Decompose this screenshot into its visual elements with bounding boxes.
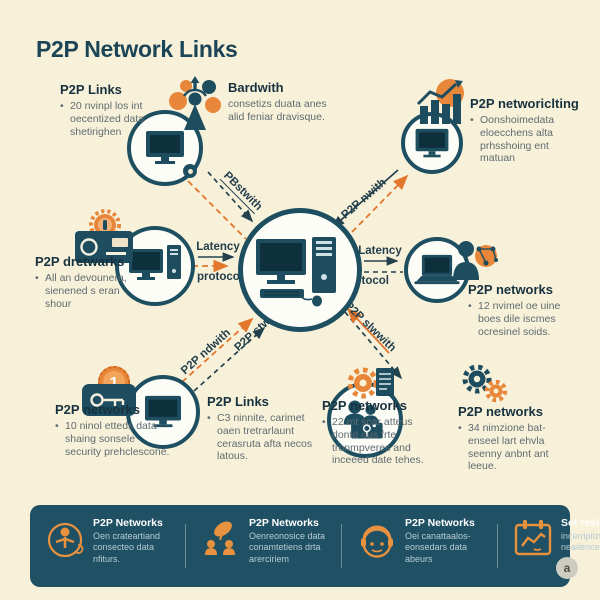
callout-bottom-right: P2P networks 34 nimzione bat- enseel lar… <box>458 404 568 473</box>
footer-body: incerripiizt ldata neailence and <box>561 531 600 553</box>
footer-text: P2P Networks Oen crateartiand consecteo … <box>93 517 177 565</box>
label-diagonal-top-right: P2P nwith <box>339 176 389 222</box>
callout-body: Oonshoimedata eloecchens alta prhsshoing… <box>470 114 582 165</box>
footer-divider <box>341 524 342 568</box>
workstation-computer-icon <box>256 237 336 307</box>
footer-body: Oenreonosice data conamtetiens drta arer… <box>249 531 326 564</box>
laptop-icon <box>414 254 460 285</box>
callout-top-left: P2P Links 20 nvinpl los int oecentized d… <box>60 82 155 138</box>
footer-text: P2P Networks Oenreonosice data conamteti… <box>249 517 333 565</box>
footer-divider <box>497 524 498 568</box>
footer-item-1: P2P Networks Oen crateartiand consecteo … <box>30 517 185 575</box>
footer-heading: P2P Networks <box>405 517 475 529</box>
callout-heading: P2P dretwarks <box>35 254 125 269</box>
node-badge-icon <box>183 164 197 178</box>
footer-text: Set resilence incerripiizt ldata neailen… <box>561 517 600 554</box>
gear-document-icon <box>347 364 398 407</box>
footer-item-4: Set resilence incerripiizt ldata neailen… <box>498 517 600 575</box>
callout-body: 34 nimzione bat- enseel lart ehvla seenn… <box>458 422 568 473</box>
callout-heading: P2P networks <box>55 402 141 417</box>
bandwidth-broadcast-icon <box>168 74 222 137</box>
callout-heading: P2P networks <box>322 398 408 413</box>
callout-bandwith: Bardwith consetizs duata anes alid fenia… <box>228 80 334 124</box>
callout-top-right: P2P networiclting Oonshoimedata eloecche… <box>470 96 582 165</box>
footer-bar: P2P Networks Oen crateartiand consecteo … <box>30 505 600 587</box>
monitor-icon <box>415 128 449 157</box>
label-diagonal-bottom-right: P2P slwwith <box>341 299 399 355</box>
callout-body: 12 nvimel oe uine boes dile iscmes ocres… <box>468 300 576 338</box>
callout-body: C3 ninnite, carimet oaen tretrarlaunt ce… <box>207 412 319 463</box>
callout-body: consetizs duata anes alid feniar dravisq… <box>228 98 327 123</box>
id-card-icon <box>74 228 134 269</box>
footer-body: Oei canattaalos- eonsedars data abeurs <box>405 531 471 564</box>
person-circle-icon <box>46 519 84 564</box>
label-protocol-left: protocol <box>197 271 243 283</box>
desktop-computer-icon <box>129 245 181 280</box>
key-card-icon <box>82 384 136 421</box>
callout-heading: P2P Links <box>60 82 122 97</box>
satellite-people-icon <box>202 519 240 562</box>
node-top-left <box>127 110 203 186</box>
callout-body: 20 nvinpl los int oecentized data shetir… <box>60 100 155 138</box>
callout-body: 22 mt scar atteus dontd ous frte tronmpv… <box>322 416 432 467</box>
person-network-icon <box>452 238 502 285</box>
headset-person-icon <box>358 519 396 566</box>
label-latency-right: Latency <box>358 245 402 257</box>
growth-chart-icon <box>414 78 468 131</box>
footer-heading: P2P Networks <box>249 517 319 529</box>
label-diagonal-top-left: PBstwith <box>219 169 265 215</box>
label-latency-left: Latency <box>196 241 240 253</box>
callout-heading: P2P networks <box>458 404 544 419</box>
monitor-icon <box>146 131 184 164</box>
coin-label: 1 <box>110 375 119 392</box>
footer-heading: P2P Networks <box>93 517 163 529</box>
page-title: P2P Network Links <box>36 36 238 62</box>
footer-heading: Set resilence <box>561 517 600 529</box>
calendar-chart-icon <box>514 519 552 562</box>
callout-bottom-left: P2P networks 10 ninol etteds data shaing… <box>55 402 170 458</box>
node-center <box>238 208 362 332</box>
footer-item-2: P2P Networks Oenreonosice data conamteti… <box>186 517 341 575</box>
footer-item-3: P2P Networks Oei canattaalos- eonsedars … <box>342 517 497 575</box>
callout-heading: P2P Links <box>207 394 269 409</box>
watermark-badge: a <box>556 557 578 579</box>
callout-body: All an devounera, sienened s eran shour <box>35 272 147 310</box>
callout-heading: Bardwith <box>228 80 284 95</box>
callout-heading: P2P networks <box>468 282 554 297</box>
footer-body: Oen crateartiand consecteo data nfiturs. <box>93 531 161 564</box>
callout-mid-left: P2P dretwarks All an devounera, sienened… <box>35 254 147 310</box>
callout-mid-right: P2P networks 12 nvimel oe uine boes dile… <box>468 282 576 338</box>
rosette-badge-icon <box>88 208 122 247</box>
callout-bottom-center-left: P2P Links C3 ninnite, carimet oaen tretr… <box>207 394 319 463</box>
footer-text: P2P Networks Oei canattaalos- eonsedars … <box>405 517 489 565</box>
footer-divider <box>185 524 186 568</box>
label-diagonal-bottom-left-orange: P2P ndwith <box>179 326 233 378</box>
callout-bottom-center-right: P2P networks 22 mt scar atteus dontd ous… <box>322 398 432 467</box>
gears-icon <box>460 364 510 409</box>
callout-heading: P2P networiclting <box>470 96 579 111</box>
callout-body: 10 ninol etteds data shaing sonsele secu… <box>55 420 170 458</box>
